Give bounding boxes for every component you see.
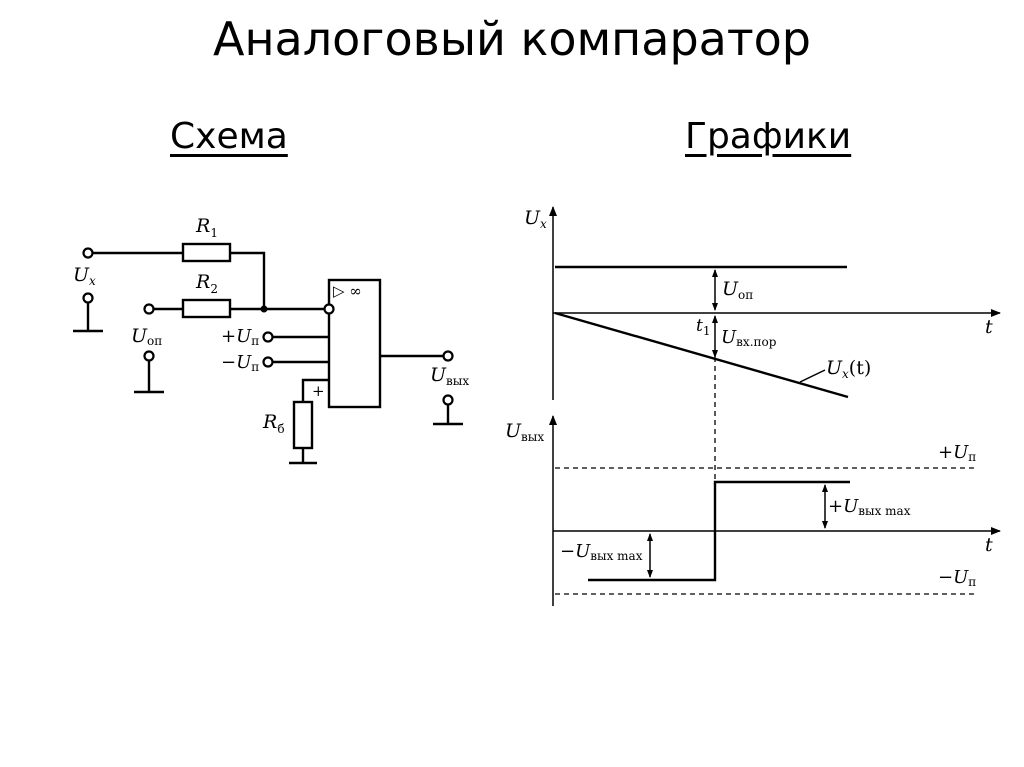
label-minus-supply: −Uп [221,352,259,374]
label-uout: Uвых [430,364,469,388]
timing-graphs: Ux t Uоп t1 Uвх.пор Ux(t) Uвых t +Uп −Uп… [505,206,1001,606]
label-uop: Uоп [722,278,753,302]
resistor-r1 [181,242,232,263]
junction-dot [260,305,268,313]
opamp-body [327,278,382,409]
ux-leader-line [799,369,826,383]
label-uop: Uоп [131,325,162,348]
top-graph-t-label: t [985,316,993,338]
opamp-plus-sign: + [312,382,325,400]
label-plus-uout-max: +Uвых max [828,496,911,518]
label-r2: R2 [195,271,218,296]
terminal-uop [143,303,155,315]
terminal-uout-ground [442,394,454,406]
output-step-waveform [588,480,850,582]
section-title-scheme: Схема [170,116,288,157]
terminal-uout [442,350,454,362]
label-threshold: Uвх.пор [721,327,777,349]
ux-ramp-line [554,311,849,399]
bottom-graph-t-label: t [985,534,993,556]
terminal-uop-ground [143,350,155,362]
bottom-graph-y-label: Uвых [505,420,544,444]
label-minus-uout-max: −Uвых max [560,541,643,563]
opamp-symbol: ▷ ∞ [333,282,362,300]
terminal-minus-supply [262,356,274,368]
terminal-ux [82,247,94,259]
label-t1: t1 [696,316,710,338]
terminal-inverting-input [323,303,335,315]
resistor-rb [292,400,314,450]
wire-noninverting-input [301,378,329,402]
label-plus-supply: +Uп [938,442,976,464]
label-ux-t: Ux(t) [826,357,871,381]
resistor-r2 [181,298,232,319]
terminal-ux-ground [82,292,94,304]
page-title: Аналоговый компаратор [213,12,811,66]
label-rb: Rб [262,411,285,436]
label-plus-supply: +Uп [221,326,259,348]
wire-r1-out [230,251,266,309]
terminal-plus-supply [262,331,274,343]
label-r1: R1 [195,215,218,240]
comparator-schematic: ▷ ∞ + R1 R2 Ux Uоп +Uп −Uп [73,215,469,465]
section-title-graphs: Графики [685,116,852,157]
top-graph-y-label: Ux [524,207,547,231]
label-ux: Ux [73,264,96,288]
label-minus-supply: −Uп [938,567,976,589]
